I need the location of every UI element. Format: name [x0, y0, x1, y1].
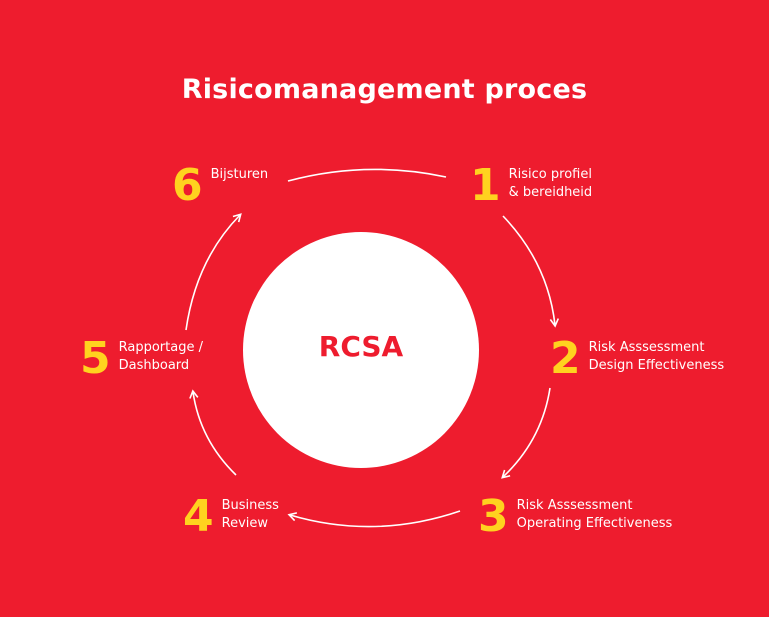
center-label: RCSA — [318, 330, 404, 363]
diagram-title: Risicomanagement proces — [181, 74, 588, 105]
arrow-3-to-4 — [287, 510, 461, 528]
step-2-number: 2 — [550, 333, 581, 384]
center-circle — [243, 232, 479, 468]
step-1-label-line1: Risico profiel — [508, 167, 592, 182]
step-6-label-line1: Bijsturen — [210, 167, 269, 182]
step-1: 1 Risico profiel & bereidheid — [470, 160, 593, 211]
step-1-label-line2: & bereidheid — [508, 185, 593, 200]
step-5-label-line1: Rapportage / — [118, 340, 203, 355]
step-3-label-line2: Operating Effectiveness — [516, 516, 673, 531]
step-6-number: 6 — [172, 160, 203, 211]
arrow-6-to-1 — [287, 168, 447, 182]
step-4: 4 Business Review — [183, 491, 279, 542]
step-3: 3 Risk Asssessment Operating Effectivene… — [478, 491, 673, 542]
step-5-label-line2: Dashboard — [118, 358, 190, 373]
arrow-5-to-6 — [185, 213, 242, 331]
step-2-label-line2: Design Effectiveness — [588, 358, 725, 373]
step-3-label-line1: Risk Asssessment — [516, 498, 633, 513]
arrow-4-to-5 — [189, 389, 237, 476]
step-5: 5 Rapportage / Dashboard — [80, 333, 203, 384]
step-4-label-line1: Business — [221, 498, 279, 513]
step-4-label-line2: Review — [221, 516, 269, 531]
arrow-2-to-3 — [501, 387, 551, 479]
step-3-number: 3 — [478, 491, 509, 542]
step-1-number: 1 — [470, 160, 501, 211]
step-5-number: 5 — [80, 333, 111, 384]
arrow-1-to-2 — [502, 215, 560, 328]
step-4-number: 4 — [183, 491, 214, 542]
step-2: 2 Risk Asssessment Design Effectiveness — [550, 333, 725, 384]
step-2-label-line1: Risk Asssessment — [588, 340, 705, 355]
step-6: 6 Bijsturen — [172, 160, 269, 211]
